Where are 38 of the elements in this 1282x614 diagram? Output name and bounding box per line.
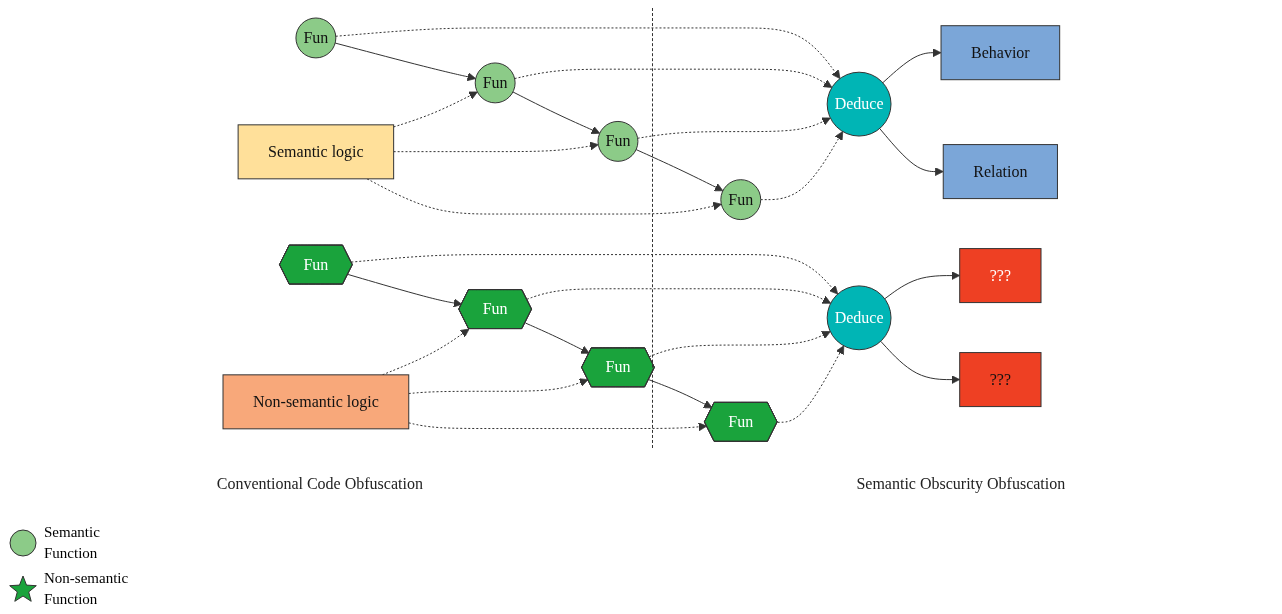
node-box: ??? (958, 352, 1042, 408)
node-circle: Deduce (826, 285, 892, 351)
arrow (392, 141, 599, 153)
arrow (524, 322, 590, 355)
arrow (407, 422, 707, 432)
arrow (648, 331, 831, 358)
node-circle: Fun (295, 17, 336, 59)
arrow (334, 27, 841, 80)
node-box: ??? (958, 248, 1042, 304)
node-circle: Fun (597, 121, 639, 163)
arrow (392, 91, 478, 128)
node-circle: Deduce (826, 72, 892, 137)
arrow (636, 117, 831, 140)
arrow (350, 254, 838, 295)
node-circle: Fun (474, 62, 516, 104)
arrow (513, 69, 832, 89)
arrow (635, 149, 723, 192)
arrow (347, 274, 462, 308)
arrow (407, 378, 589, 395)
legend-text: Semantic Function (44, 523, 101, 563)
arrow (883, 271, 960, 300)
legend-text: Non-semantic Function (44, 569, 130, 609)
arrow (881, 48, 942, 84)
arrow (334, 42, 476, 82)
arrow (759, 131, 843, 201)
arrow (648, 379, 713, 409)
node-box: Non-semantic logic (222, 374, 409, 430)
node-box: Semantic logic (237, 124, 394, 180)
arrow (878, 128, 944, 177)
node-box: Relation (942, 144, 1058, 200)
arrow (776, 345, 844, 424)
node-box: Behavior (940, 25, 1060, 81)
panel-caption: Semantic Obscurity Obfuscation (856, 475, 1066, 493)
arrow (526, 288, 831, 304)
panel-caption: Conventional Code Obfuscation (216, 475, 423, 493)
arrow (879, 341, 960, 385)
node-circle: Fun (719, 179, 761, 221)
arrow (512, 91, 600, 135)
